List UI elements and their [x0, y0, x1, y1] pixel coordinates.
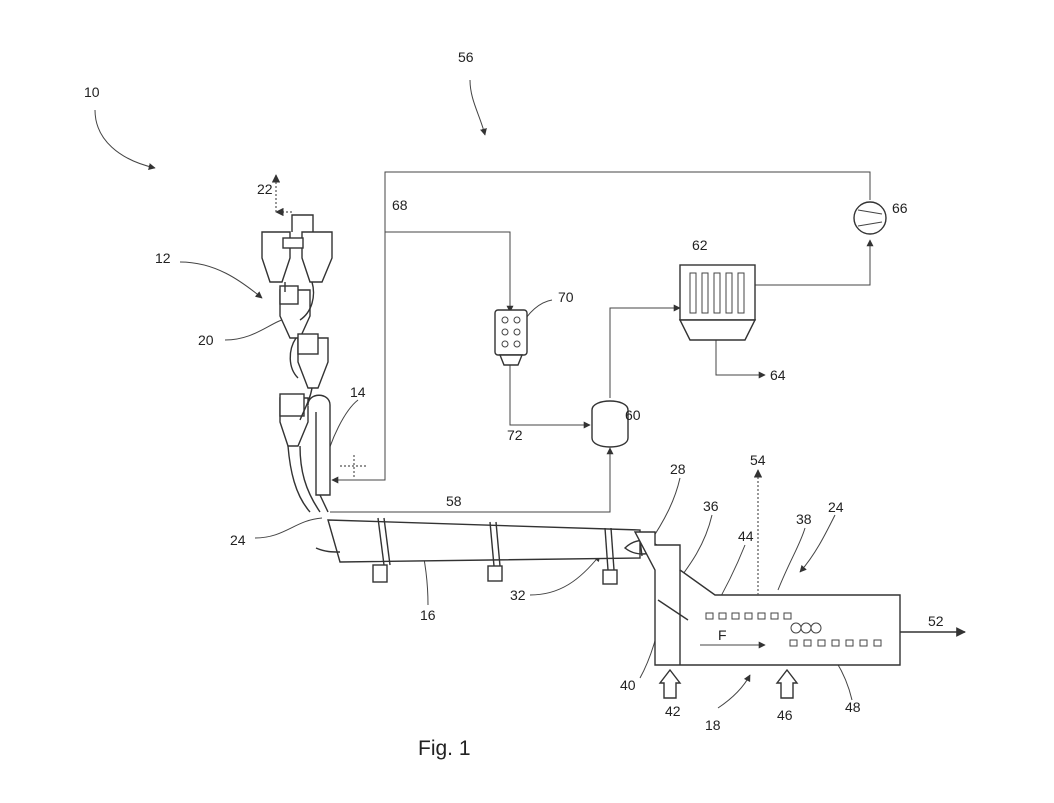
label-10: 10: [84, 84, 100, 100]
label-54: 54: [750, 452, 766, 468]
clinker-cooler: [633, 469, 966, 699]
vessel-60: [591, 400, 629, 448]
label-58: 58: [446, 493, 462, 509]
leader-24b: [799, 514, 836, 573]
label-72: 72: [507, 427, 523, 443]
label-38: 38: [796, 511, 812, 527]
label-48: 48: [845, 699, 861, 715]
label-56: 56: [458, 49, 474, 65]
grate-lower: [789, 639, 882, 647]
label-F: F: [718, 627, 727, 643]
filter-62: [678, 264, 757, 341]
label-46: 46: [777, 707, 793, 723]
leader-24a: [254, 517, 323, 539]
leader-32: [529, 554, 601, 596]
label-20: 20: [198, 332, 214, 348]
label-36: 36: [703, 498, 719, 514]
label-28: 28: [670, 461, 686, 477]
fan-66: [853, 201, 887, 235]
figure-caption: Fig. 1: [418, 737, 471, 760]
leader-18: [717, 674, 751, 709]
label-24b: 24: [828, 499, 844, 515]
label-18: 18: [705, 717, 721, 733]
label-22: 22: [257, 181, 273, 197]
label-12: 12: [155, 250, 171, 266]
label-52: 52: [928, 613, 944, 629]
label-70: 70: [558, 289, 574, 305]
label-42: 42: [665, 703, 681, 719]
label-14: 14: [350, 384, 366, 400]
leader-20: [224, 317, 289, 341]
label-32: 32: [510, 587, 526, 603]
leader-10: [94, 109, 156, 171]
label-66: 66: [892, 200, 908, 216]
unit-70: [494, 309, 528, 366]
leader-12: [179, 261, 263, 299]
label-64: 64: [770, 367, 786, 383]
label-60: 60: [625, 407, 641, 423]
rotary-kiln: [315, 517, 662, 585]
grate-upper: [705, 612, 792, 620]
leader-38: [777, 527, 806, 591]
preheater-tower: [261, 174, 333, 513]
leader-56: [469, 79, 487, 136]
gas-loop: [330, 171, 874, 513]
label-24a: 24: [230, 532, 246, 548]
label-68: 68: [392, 197, 408, 213]
label-40: 40: [620, 677, 636, 693]
label-16: 16: [420, 607, 436, 623]
label-62: 62: [692, 237, 708, 253]
label-44: 44: [738, 528, 754, 544]
